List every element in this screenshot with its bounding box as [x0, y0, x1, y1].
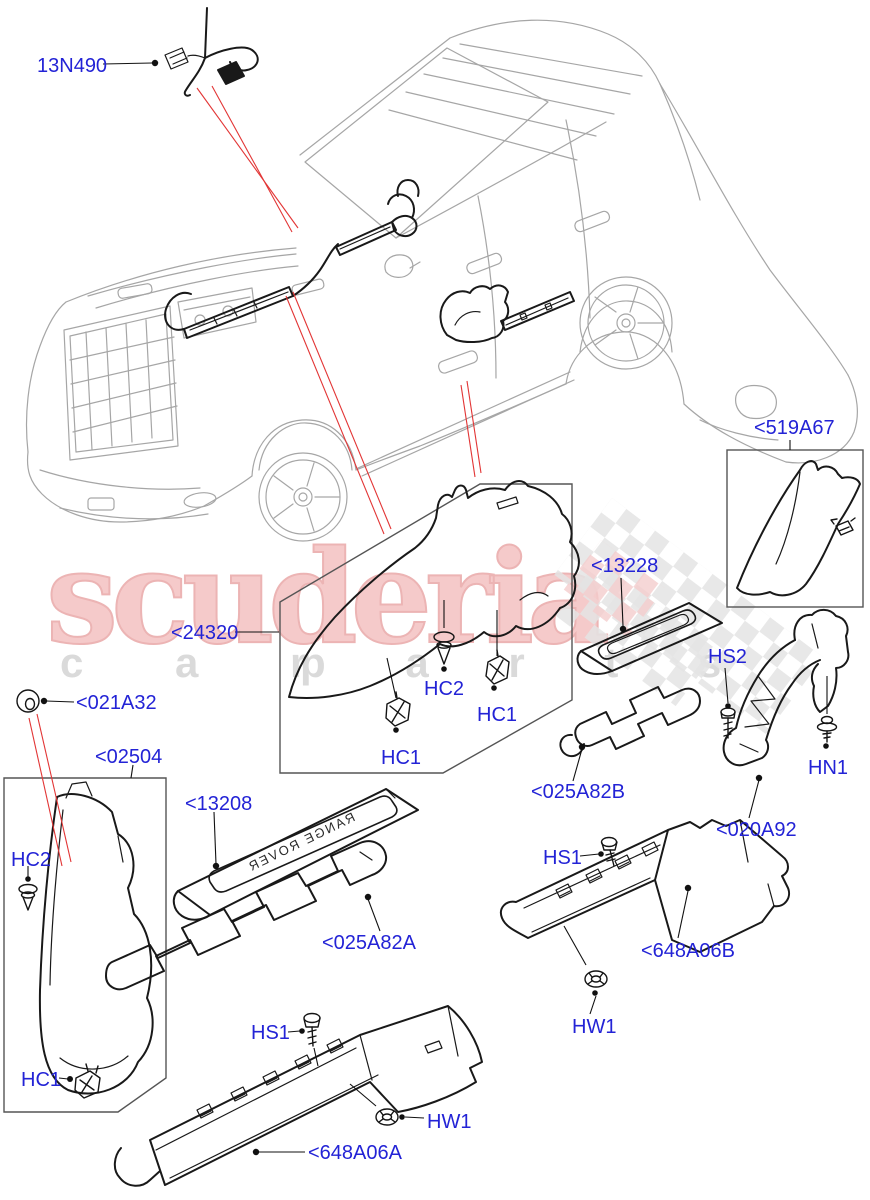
clip-icon-hc1-center-bottom: [385, 691, 411, 727]
c-pillar-trim-519A67-drawing: [736, 460, 861, 597]
part-label-13208[interactable]: <13208: [185, 793, 253, 815]
leader-lines: [25, 59, 829, 1156]
part-label-HW1-right[interactable]: HW1: [572, 1016, 617, 1038]
insulator-025A82A-drawing: [105, 840, 388, 991]
right-sill-assembly-drawing: [439, 284, 575, 344]
callout-box-519A67: [726, 449, 864, 608]
clip-icon-hc1-center-right: [485, 649, 510, 685]
part-label-13N490[interactable]: 13N490: [37, 55, 108, 77]
clip-icon-519a67: [830, 517, 856, 536]
shield-648A06B-drawing: [500, 819, 790, 953]
pushpin-icon-hc2-center: [433, 631, 455, 665]
vehicle-outline-drawing: [25, 19, 858, 542]
pushpin-icon-hc2-left: [18, 883, 38, 911]
callout-box-02504: [3, 777, 167, 1113]
watermark-brand-text: scuderia: [45, 523, 611, 673]
treadplate-13228-drawing: [576, 602, 723, 675]
part-label-020A92[interactable]: <020A92: [716, 819, 797, 841]
part-label-02504[interactable]: <02504: [95, 746, 163, 768]
watermark-tagline-car: c a r: [60, 639, 347, 686]
part-label-HC2-center[interactable]: HC2: [424, 678, 465, 700]
part-label-519A67[interactable]: <519A67: [754, 417, 835, 439]
part-label-HW1-bottom[interactable]: HW1: [427, 1111, 472, 1133]
treadplate-brand-text: RANGE ROVER: [245, 809, 358, 874]
part-label-HS1-right[interactable]: HS1: [543, 847, 582, 869]
washer-icon-hw1-right: [584, 970, 608, 988]
part-label-HC1-center-bottom[interactable]: HC1: [381, 747, 422, 769]
pointer-lines-red: [28, 85, 482, 867]
a-pillar-trim-24320-drawing: [288, 480, 580, 699]
callout-boxes: [3, 449, 864, 1113]
washer-icon-hw1-bottom: [375, 1108, 399, 1126]
part-label-648A06A[interactable]: <648A06A: [308, 1142, 402, 1164]
part-label-13228[interactable]: <13228: [591, 555, 659, 577]
part-label-648A06B[interactable]: <648A06B: [641, 940, 735, 962]
part-label-HC1-left[interactable]: HC1: [21, 1069, 62, 1091]
bracket-020A92-drawing: [722, 608, 850, 767]
part-label-24320[interactable]: <24320: [171, 622, 239, 644]
clip-icon-hc1-left: [74, 1063, 101, 1099]
part-label-HN1[interactable]: HN1: [808, 757, 849, 779]
part-label-025A82A[interactable]: <025A82A: [322, 932, 416, 954]
part-label-HS2[interactable]: HS2: [708, 646, 747, 668]
screw-icon-hs2: [720, 707, 736, 739]
rivet-icon-hn1: [816, 715, 838, 743]
callout-box-24320: [279, 483, 573, 774]
insulator-025A82B-drawing: [559, 686, 701, 758]
b-pillar-trim-02504-drawing: [38, 781, 154, 1095]
wiring-part-13N490-drawing: [164, 7, 259, 97]
left-sill-assembly-drawing: [164, 179, 420, 339]
shield-648A06A-drawing: [113, 1005, 483, 1187]
screw-icon-hs1-right: [600, 836, 618, 867]
grommet-icon-021a32: [16, 689, 40, 713]
screw-icon-hs1-bottom: [303, 1012, 321, 1047]
part-label-HC1-center-right[interactable]: HC1: [477, 704, 518, 726]
part-label-HC2-left[interactable]: HC2: [11, 849, 52, 871]
part-label-HS1-bottom[interactable]: HS1: [251, 1022, 290, 1044]
part-label-025A82B[interactable]: <025A82B: [531, 781, 625, 803]
part-label-021A32[interactable]: <021A32: [76, 692, 157, 714]
